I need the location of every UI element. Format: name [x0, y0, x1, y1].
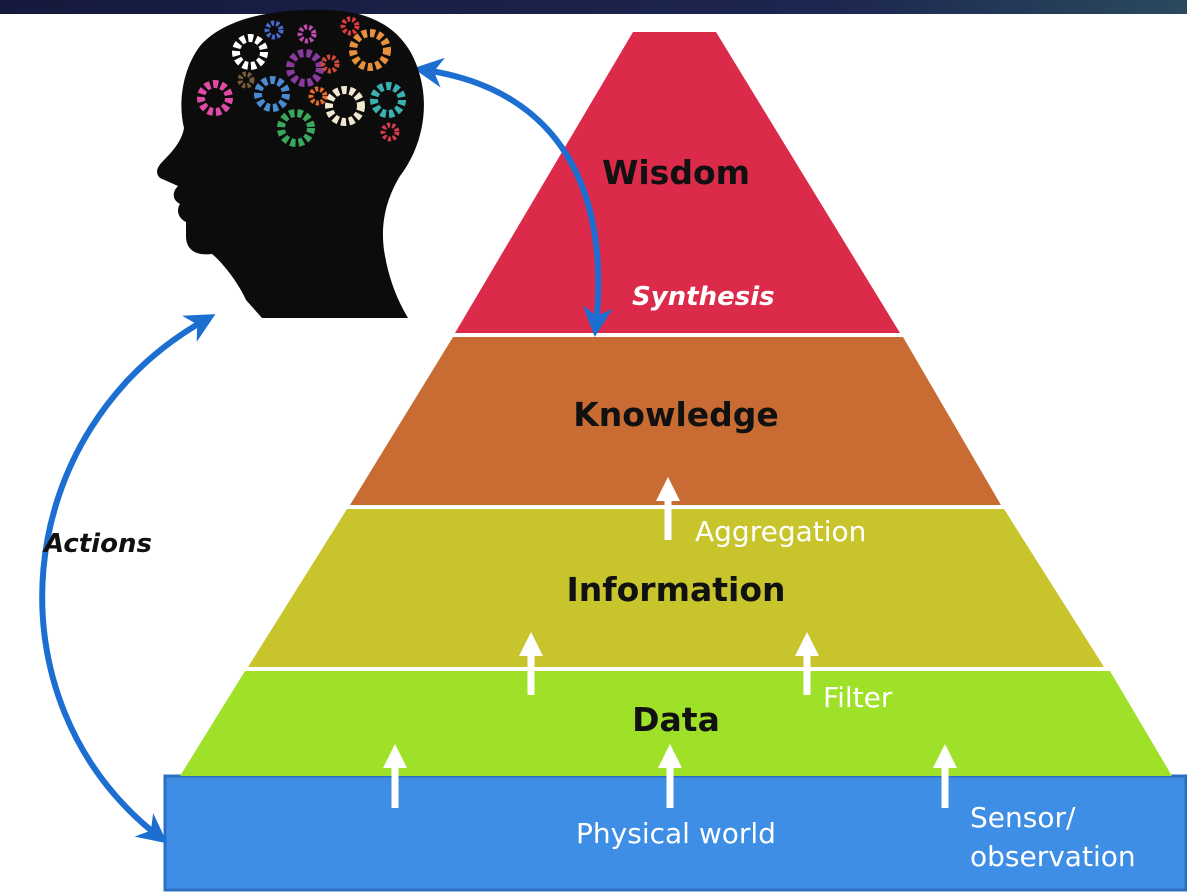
synthesis-label: Synthesis [632, 282, 775, 312]
up-arrow-icon [795, 632, 819, 695]
filter-label: Filter [823, 681, 893, 714]
knowledge-label: Knowledge [573, 395, 779, 434]
double-arrow-icon [413, 57, 613, 337]
physical-world-band [163, 774, 1187, 892]
information-label: Information [567, 570, 786, 609]
physical-world-label: Physical world [576, 817, 776, 850]
up-arrow-icon [933, 744, 957, 808]
actions-label: Actions [42, 529, 152, 559]
up-arrow-icon [383, 744, 407, 808]
data-label: Data [632, 700, 720, 739]
wisdom-label: Wisdom [602, 153, 750, 192]
head-with-gears-icon [157, 9, 424, 319]
aggregation-label: Aggregation [695, 515, 866, 548]
information-tier [248, 509, 1104, 667]
double-arrow-icon [39, 314, 216, 844]
up-arrow-icon [658, 744, 682, 808]
up-arrow-icon [656, 477, 680, 540]
sensor-label-line2: observation [970, 840, 1136, 873]
up-arrow-icon [519, 632, 543, 695]
knowledge-tier [350, 337, 1001, 505]
sensor-label-line1: Sensor/ [970, 801, 1076, 834]
data-tier [180, 671, 1172, 776]
